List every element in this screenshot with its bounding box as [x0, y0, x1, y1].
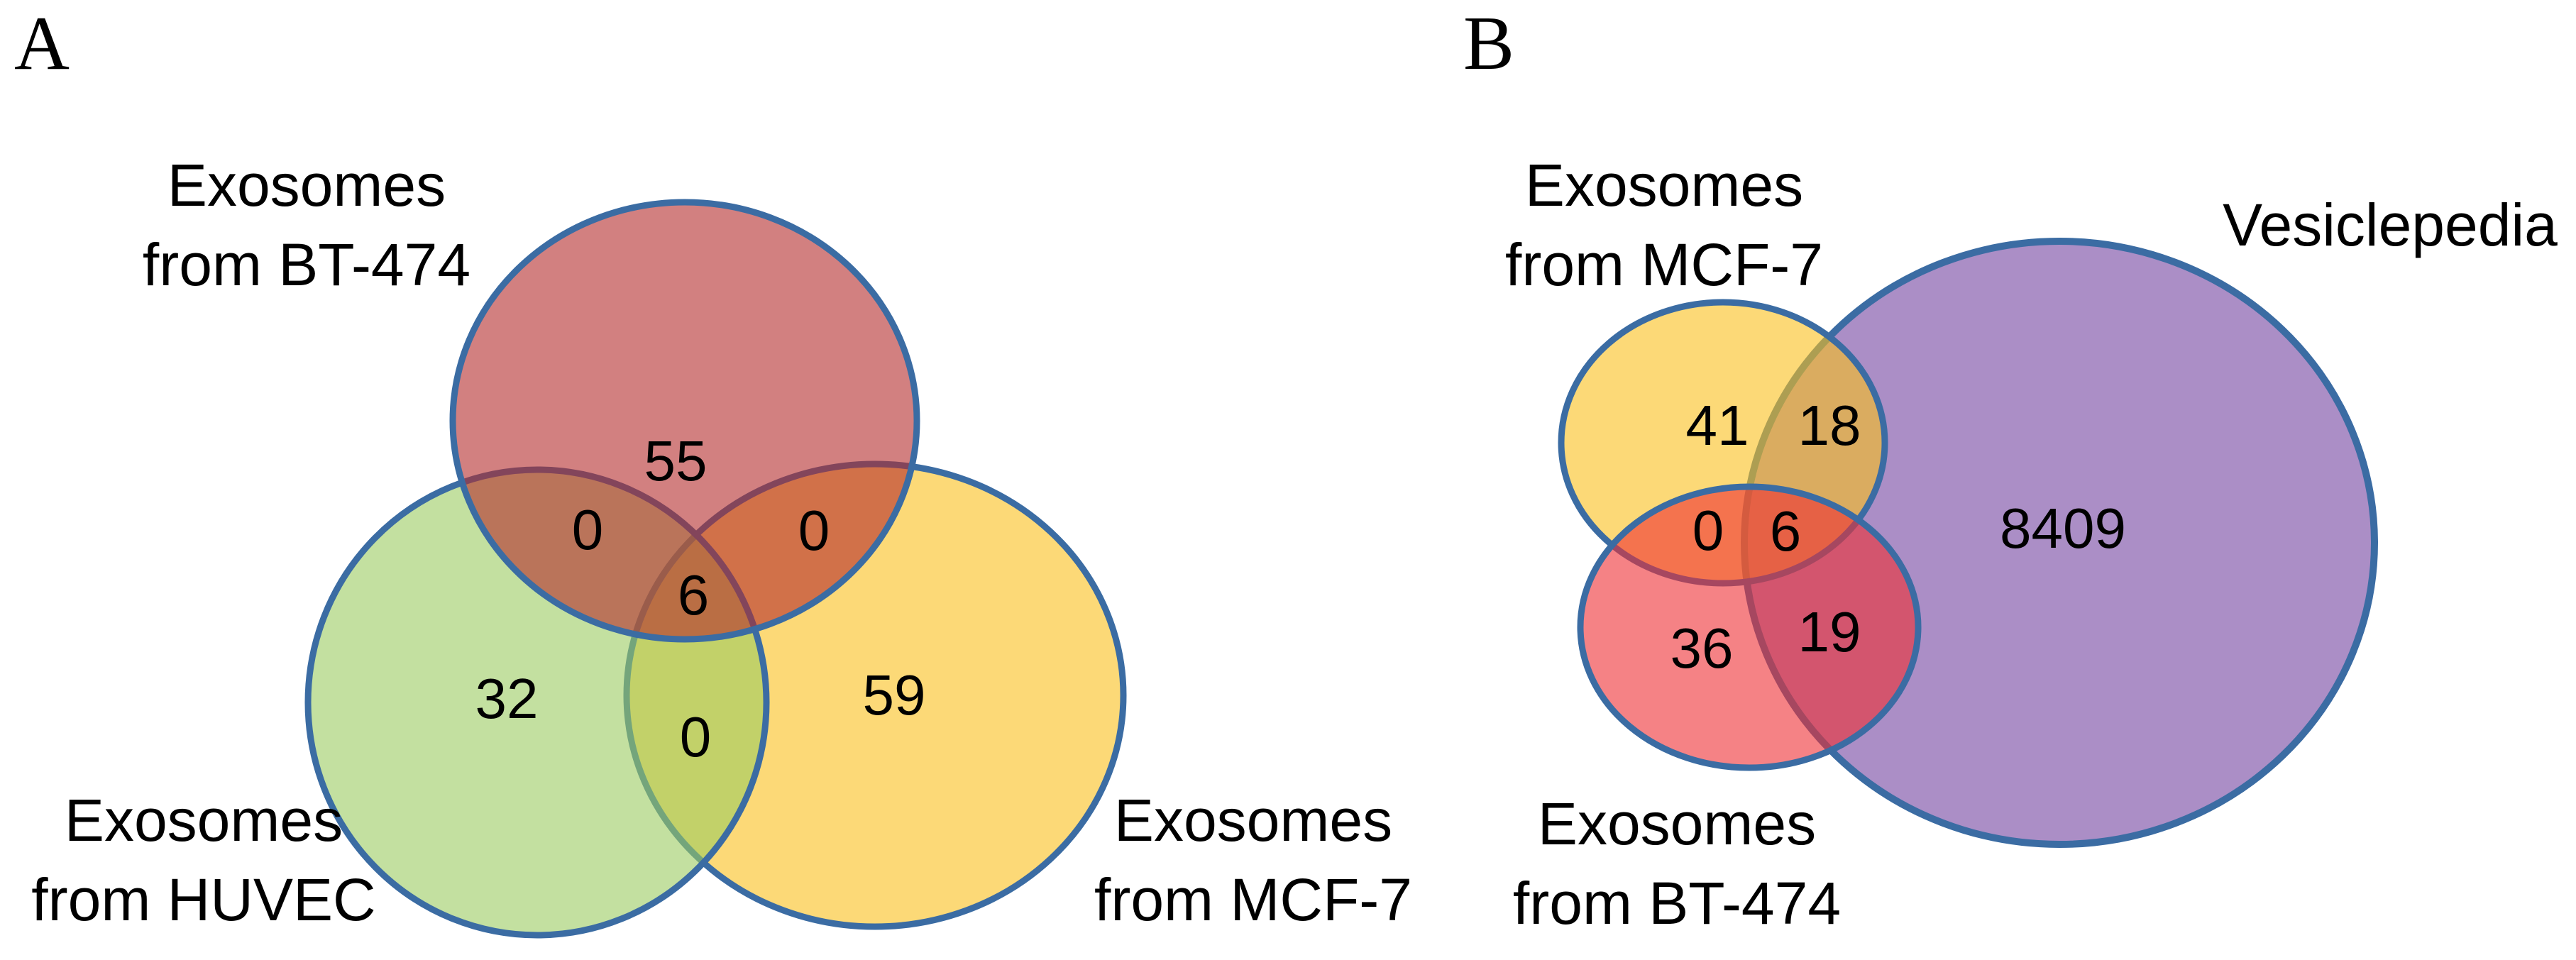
- count-b-center: 6: [1769, 500, 1802, 563]
- label-b-bt474-line2: from BT-474: [1512, 870, 1842, 937]
- count-b-mcf7-bt474: 0: [1692, 499, 1724, 562]
- count-a-bt474-only: 55: [644, 429, 708, 492]
- count-a-center: 6: [677, 563, 710, 627]
- label-a-bt474-line2: from BT-474: [142, 231, 471, 298]
- count-a-huvec-only: 32: [475, 667, 539, 730]
- venn-b-bt474-circle: [1577, 483, 1922, 771]
- count-a-bt474-mcf7: 0: [798, 499, 830, 562]
- label-a-mcf7-line1: Exosomes: [1113, 787, 1393, 854]
- count-a-huvec-mcf7: 0: [679, 705, 712, 768]
- label-b-mcf7: Exosomes from MCF-7: [1505, 145, 1823, 304]
- label-a-huvec: Exosomes from HUVEC: [31, 780, 375, 939]
- count-a-bt474-huvec: 0: [571, 498, 604, 561]
- label-b-vesiclepedia: Vesiclepedia: [2223, 192, 2558, 258]
- count-a-mcf7-only: 59: [862, 663, 926, 727]
- label-a-bt474: Exosomes from BT-474: [143, 145, 470, 304]
- count-b-mcf7-vesiclepedia: 18: [1798, 394, 1861, 457]
- label-b-bt474-line1: Exosomes: [1537, 790, 1817, 857]
- count-b-bt474-vesiclepedia: 19: [1798, 600, 1861, 663]
- panel-a-letter: A: [14, 1, 70, 86]
- panel-b-letter: B: [1463, 1, 1515, 86]
- label-b-mcf7-line2: from MCF-7: [1505, 231, 1823, 298]
- label-b-bt474: Exosomes from BT-474: [1513, 784, 1841, 943]
- count-b-vesiclepedia-only: 8409: [2000, 497, 2126, 560]
- label-a-mcf7-line2: from MCF-7: [1094, 866, 1412, 933]
- label-a-huvec-line1: Exosomes: [64, 787, 343, 854]
- label-b-mcf7-line1: Exosomes: [1524, 152, 1804, 219]
- label-a-bt474-line1: Exosomes: [167, 152, 446, 219]
- label-a-mcf7: Exosomes from MCF-7: [1094, 780, 1412, 939]
- label-a-huvec-line2: from HUVEC: [31, 866, 376, 933]
- count-b-bt474-only: 36: [1670, 617, 1734, 680]
- count-b-mcf7-only: 41: [1685, 394, 1749, 457]
- venn-a-bt474-circle: [449, 199, 920, 643]
